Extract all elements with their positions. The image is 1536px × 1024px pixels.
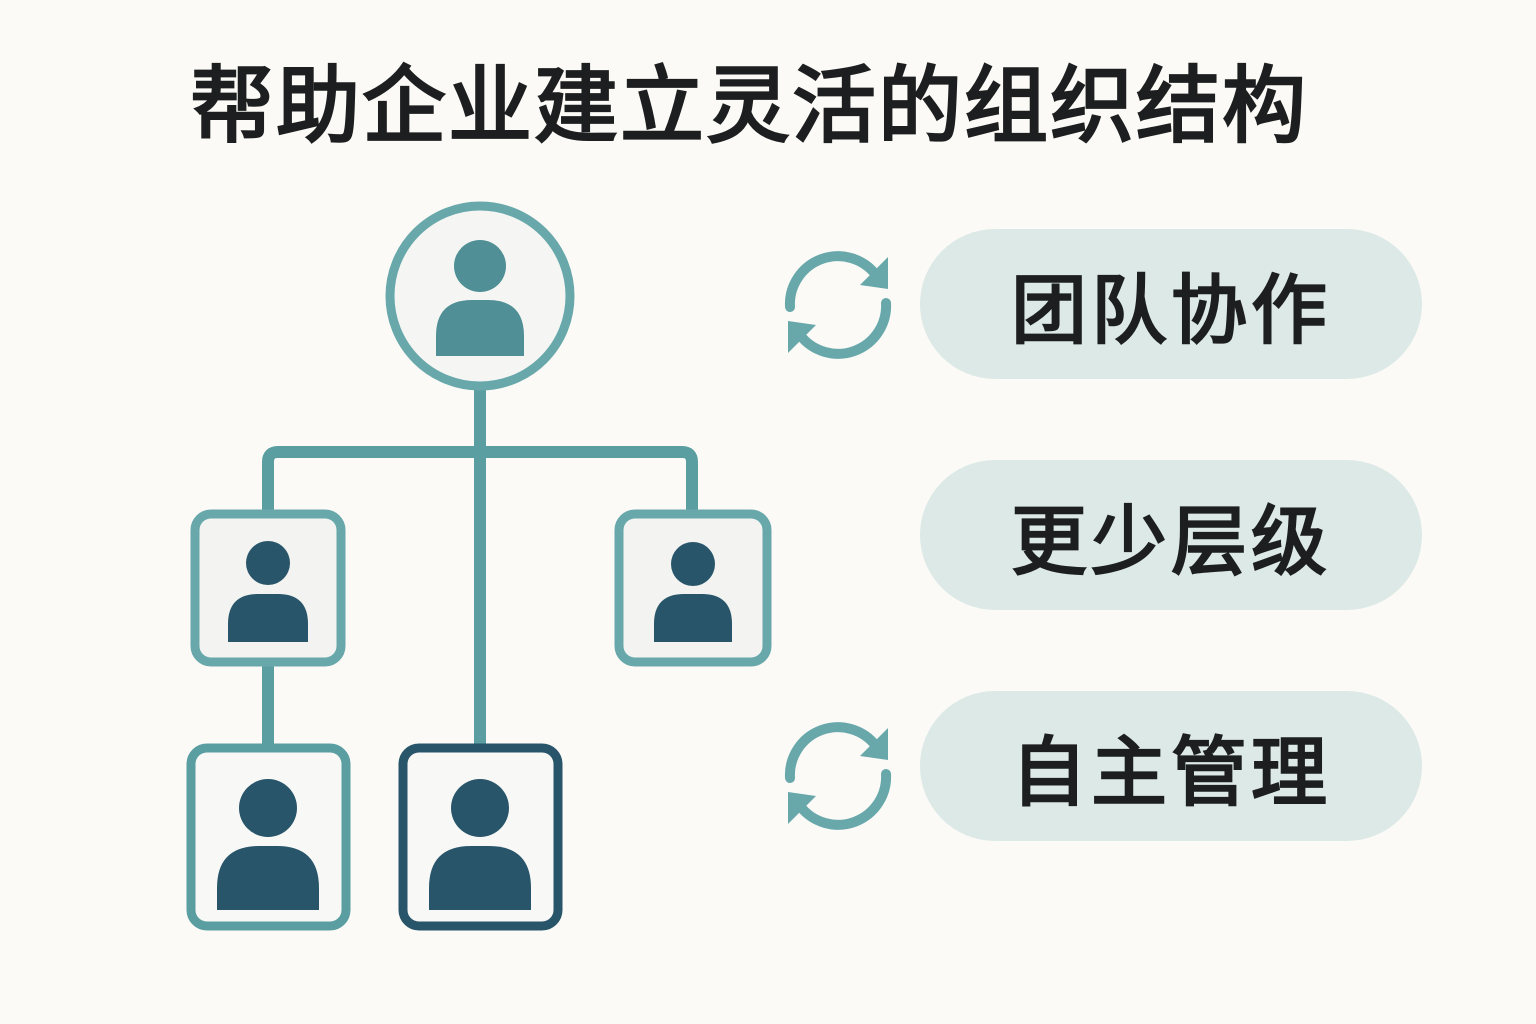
page-title: 帮助企业建立灵活的组织结构 — [190, 57, 1309, 155]
person-icon — [436, 240, 524, 356]
feature-label: 更少层级 — [1011, 497, 1331, 586]
org-node-bottom-center — [398, 743, 563, 931]
person-icon — [654, 542, 732, 642]
person-icon — [429, 779, 531, 910]
feature-pill-fewer-levels: 更少层级 — [920, 460, 1422, 610]
connector-branch — [262, 446, 698, 518]
org-node-middle-left — [190, 509, 346, 667]
feature-pill-team-collaboration: 团队协作 — [920, 229, 1422, 379]
cycle-arrows-icon — [784, 722, 892, 830]
org-node-middle-right — [614, 509, 772, 667]
cycle-arrows-icon — [784, 251, 892, 359]
person-icon — [228, 541, 308, 642]
feature-pill-self-management: 自主管理 — [920, 691, 1422, 841]
feature-label: 自主管理 — [1011, 728, 1331, 817]
connector-lines — [262, 382, 698, 754]
org-node-top — [385, 201, 575, 391]
feature-label: 团队协作 — [1011, 266, 1331, 355]
person-icon — [217, 779, 319, 910]
org-node-bottom-left — [186, 743, 351, 931]
